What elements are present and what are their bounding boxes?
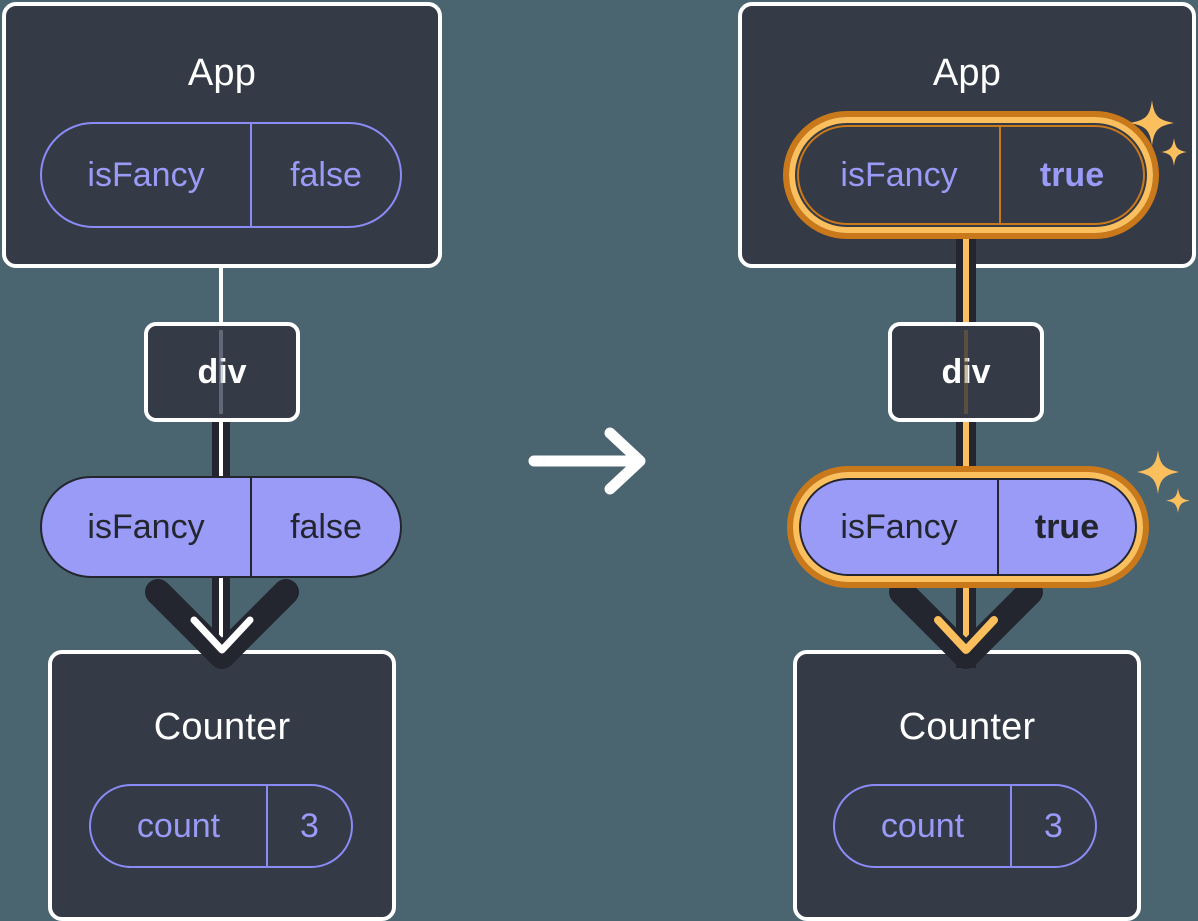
app-state-value-before: false (250, 124, 400, 226)
app-state-pill-after[interactable]: isFancy true (797, 125, 1145, 225)
div-node-before[interactable]: div (144, 322, 300, 422)
counter-state-value-after: 3 (1010, 786, 1095, 866)
wire-div-to-prop-after (956, 418, 976, 484)
app-title-after: App (932, 52, 1002, 94)
counter-title-after: Counter (898, 706, 1036, 748)
counter-panel-before: Counter (48, 650, 396, 921)
wire-div-to-prop-before (212, 418, 230, 480)
div-node-label-after: div (941, 352, 991, 391)
wire-gap-app-after (963, 228, 969, 328)
app-state-pill-before[interactable]: isFancy false (40, 122, 402, 228)
app-state-key-before: isFancy (87, 155, 205, 194)
wire-gap-div-after (963, 418, 969, 484)
div-node-after[interactable]: div (888, 322, 1044, 422)
prop-pill-after[interactable]: isFancy true (799, 478, 1137, 576)
chevron-into-counter-before (145, 579, 299, 669)
transition-arrow-icon (528, 427, 646, 495)
prop-pill-value-before: false (250, 478, 400, 576)
chevron-into-counter-after (889, 579, 1043, 669)
wire-through-div-after (964, 330, 968, 414)
wire-app-to-div-after (956, 228, 976, 328)
app-state-key-after: isFancy (840, 155, 958, 194)
counter-state-key-before: count (136, 806, 221, 845)
app-state-value-after: true (999, 127, 1143, 223)
wire-gap-counter-after (963, 576, 969, 668)
counter-state-pill-before[interactable]: count 3 (89, 784, 353, 868)
sparkles-icon-app-after (1130, 100, 1187, 166)
arrowhead-into-counter-before (190, 616, 254, 654)
counter-title-before: Counter (153, 706, 291, 748)
wire-through-div-before (219, 330, 223, 414)
prop-pill-key-after: isFancy (840, 507, 958, 546)
wire-app-to-div-before (219, 264, 223, 326)
prop-pill-key-before: isFancy (87, 507, 205, 546)
wire-gap-2-before (219, 574, 223, 664)
counter-state-value-before: 3 (266, 786, 351, 866)
div-node-label-before: div (197, 352, 247, 391)
prop-pill-value-after: true (997, 480, 1135, 574)
app-title-before: App (187, 52, 257, 94)
prop-pill-before[interactable]: isFancy false (40, 476, 402, 578)
counter-state-pill-after[interactable]: count 3 (833, 784, 1097, 868)
arrowhead-into-counter-after (934, 616, 998, 654)
wire-gap-before (219, 418, 223, 480)
sparkles-icon-prop-after (1137, 450, 1190, 513)
counter-state-key-after: count (880, 806, 965, 845)
